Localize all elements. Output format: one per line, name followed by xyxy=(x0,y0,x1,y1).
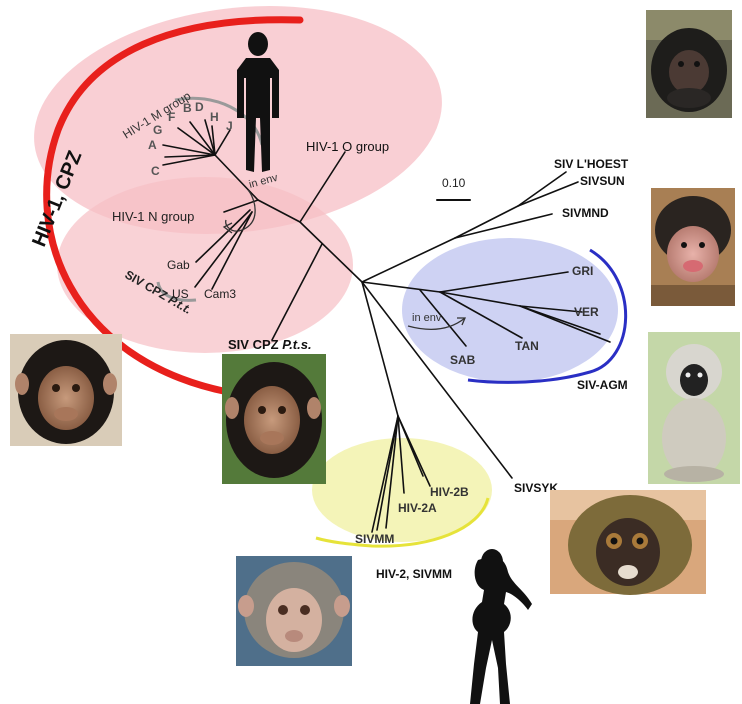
chimpanzee-photo-center xyxy=(222,354,326,484)
hiv2-sivmm-label: HIV-2, SIVMM xyxy=(376,567,452,581)
chimpanzee-photo-left xyxy=(10,334,122,446)
subtype-b: B xyxy=(183,101,192,115)
leaf-hiv2b: HIV-2B xyxy=(430,485,469,499)
vervet-monkey-photo xyxy=(648,332,740,484)
leaf-gab: Gab xyxy=(167,258,190,272)
macaque-photo xyxy=(236,556,352,666)
o-group-label: HIV-1 O group xyxy=(306,139,389,154)
subtype-f: F xyxy=(168,110,175,124)
siv-agm-label: SIV-AGM xyxy=(577,378,628,392)
subtype-j: J xyxy=(226,119,233,133)
woman-silhouette xyxy=(470,549,532,704)
lhoest-monkey-photo xyxy=(646,10,732,118)
leaf-sivsun: SIVSUN xyxy=(580,174,625,188)
in-env-right-label: in env xyxy=(412,312,442,324)
sykes-monkey-photo xyxy=(550,490,706,595)
leaf-hiv2a: HIV-2A xyxy=(398,501,437,515)
leaf-ver: VER xyxy=(574,305,599,319)
subtype-d: D xyxy=(195,100,204,114)
leaf-tan: TAN xyxy=(515,339,539,353)
subtype-c: C xyxy=(151,164,160,178)
leaf-gri: GRI xyxy=(572,264,593,278)
n-group-label: HIV-1 N group xyxy=(112,209,194,224)
leaf-sab: SAB xyxy=(450,353,476,367)
subtype-a: A xyxy=(148,138,157,152)
mandrill-infant-photo xyxy=(651,188,735,306)
leaf-sivmnd: SIVMND xyxy=(562,206,609,220)
scale-label: 0.10 xyxy=(442,176,466,190)
siv-cpz-pts-label: SIV CPZ P.t.s. xyxy=(228,337,312,352)
leaf-sivmm: SIVMM xyxy=(355,532,394,546)
leaf-siv-lhoest: SIV L'HOEST xyxy=(554,157,629,171)
subtype-h: H xyxy=(210,110,219,124)
leaf-cam3: Cam3 xyxy=(204,287,236,301)
subtype-g: G xyxy=(153,123,162,137)
